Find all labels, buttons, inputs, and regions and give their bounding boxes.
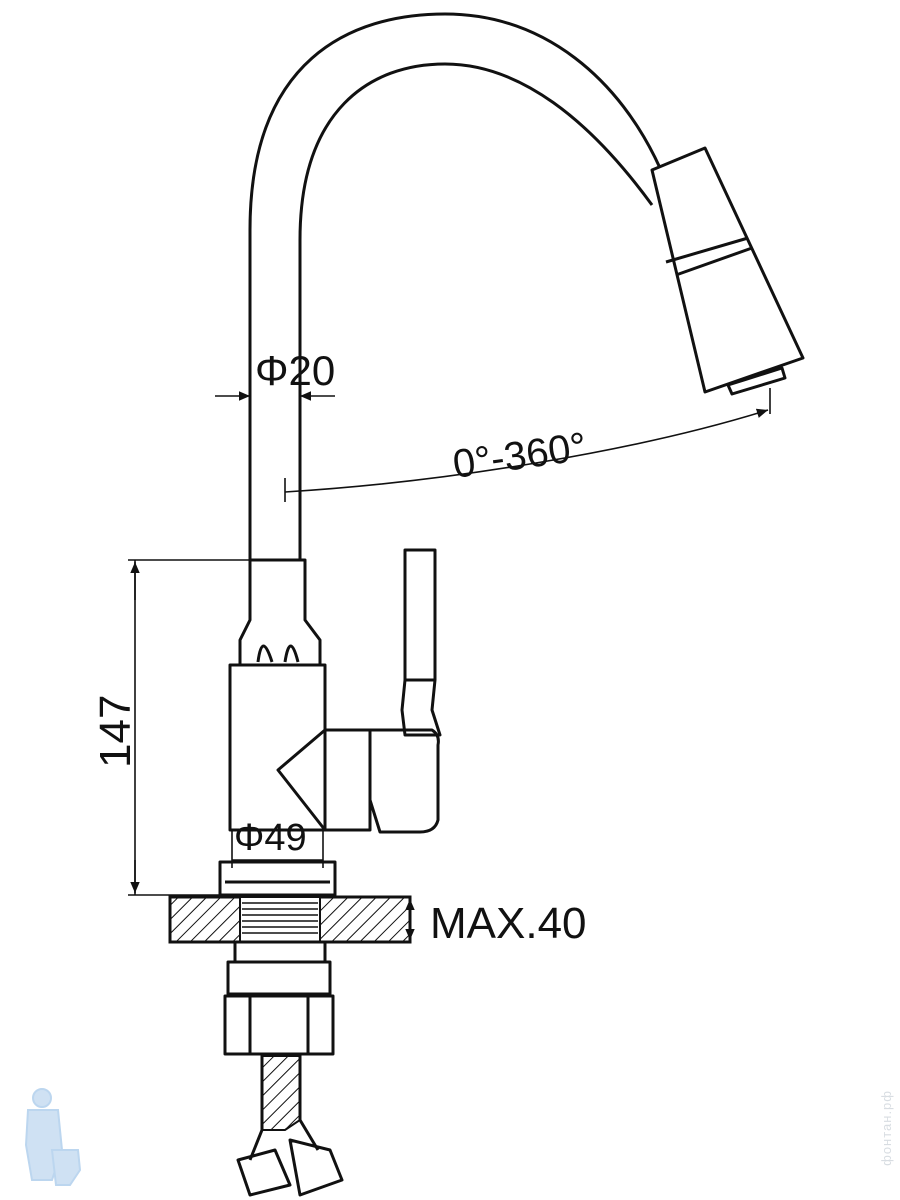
faucet-body [218,548,442,897]
height-dimension: 147 [91,559,250,896]
tube-diameter-dimension: Φ20 [215,347,335,401]
max-thickness-dimension: MAX.40 [405,897,587,948]
rotation-dimension: 0°-360° [284,388,771,502]
spout-tube [248,12,662,560]
height-label: 147 [91,695,140,768]
base-diameter-dimension: Φ49 [231,817,324,868]
spray-head [650,146,805,396]
watermark: фонтан.рф [879,1090,894,1166]
max-thickness-label: MAX.40 [430,899,587,948]
mounting-nut [223,940,335,1056]
countertop-section [168,895,412,944]
tube-diameter-label: Φ20 [255,347,335,394]
base-diameter-label: Φ49 [234,817,307,859]
plumber-logo [24,1088,82,1186]
supply-hoses [236,1054,344,1197]
rotation-label: 0°-360° [450,425,589,487]
